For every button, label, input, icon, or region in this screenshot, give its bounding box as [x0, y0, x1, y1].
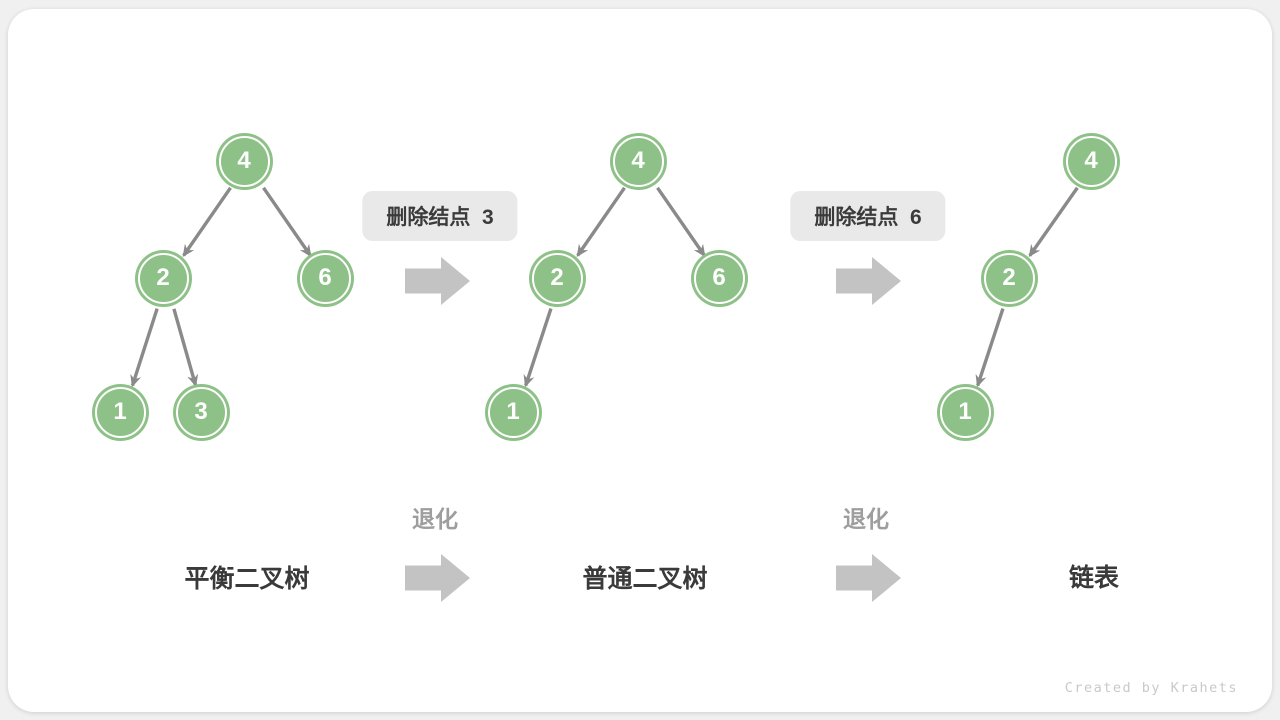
diagram-card [8, 9, 1272, 712]
watermark: Created by Krahets [1064, 680, 1238, 696]
